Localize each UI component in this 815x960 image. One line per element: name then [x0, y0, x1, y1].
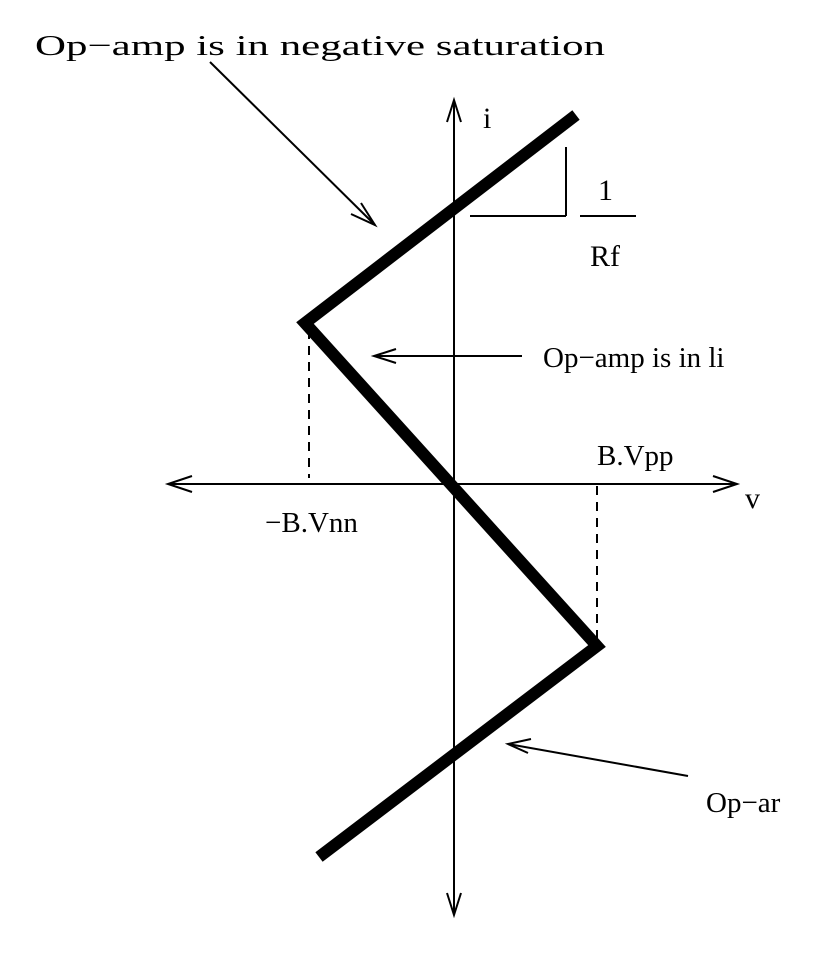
voltage-axis-left-arrow — [164, 475, 193, 493]
positive-saturation-arrow-head — [504, 738, 532, 754]
current-axis-label: i — [483, 102, 491, 135]
current-axis-bottom-arrow — [446, 892, 462, 919]
negative-saturation-arrow-shaft — [209, 61, 376, 226]
negative-saturation-label: Op−amp is in negative saturation — [35, 30, 606, 62]
pos-threshold-label: B.Vpp — [597, 440, 674, 472]
slope-denominator: Rf — [590, 240, 620, 273]
voltage-axis-right-arrow — [712, 475, 741, 493]
negative-saturation-arrow-head — [350, 202, 378, 228]
current-axis-top-arrow — [446, 96, 462, 123]
projection-lines — [308, 330, 598, 640]
positive-saturation-label: Op−ar — [706, 787, 781, 819]
neg-threshold-label: −B.Vnn — [265, 507, 358, 539]
positive-saturation-arrow-shaft — [507, 743, 689, 777]
slope-numerator: 1 — [598, 174, 613, 207]
axes — [164, 96, 741, 919]
characteristic-curve — [296, 110, 606, 862]
annotation-arrows — [209, 61, 689, 777]
voltage-axis-label: v — [745, 482, 760, 515]
linear-region-label: Op−amp is in li — [543, 342, 725, 374]
linear-region-arrow-head — [370, 348, 397, 364]
slope-triangle — [470, 147, 636, 217]
